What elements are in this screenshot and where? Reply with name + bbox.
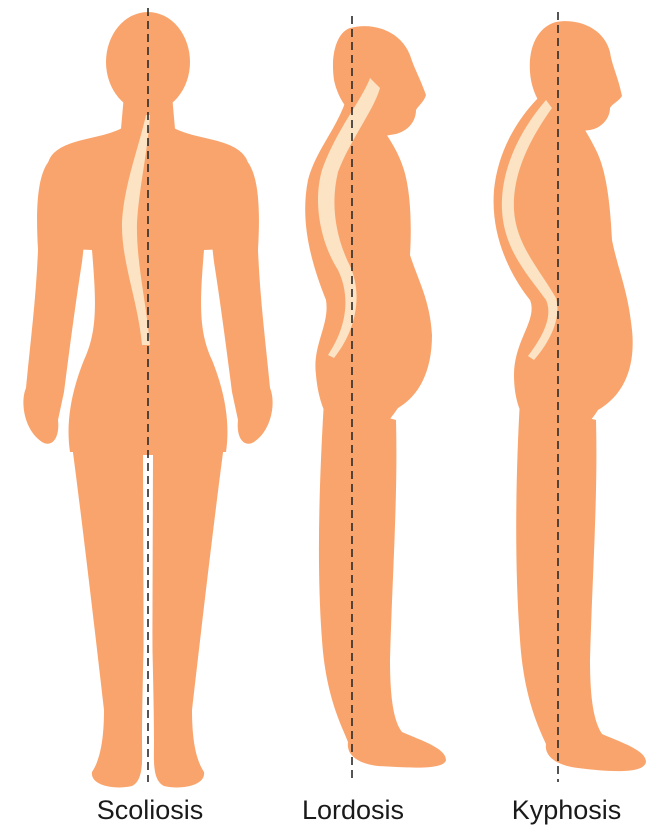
kyphosis-body — [494, 21, 646, 771]
scoliosis-figure — [23, 8, 272, 787]
caption-lordosis: Lordosis — [268, 790, 438, 830]
caption-kyphosis: Kyphosis — [480, 790, 653, 830]
kyphosis-figure — [494, 12, 646, 782]
lordosis-figure — [305, 16, 446, 780]
lordosis-body — [305, 26, 446, 768]
caption-scoliosis: Scoliosis — [60, 790, 240, 830]
